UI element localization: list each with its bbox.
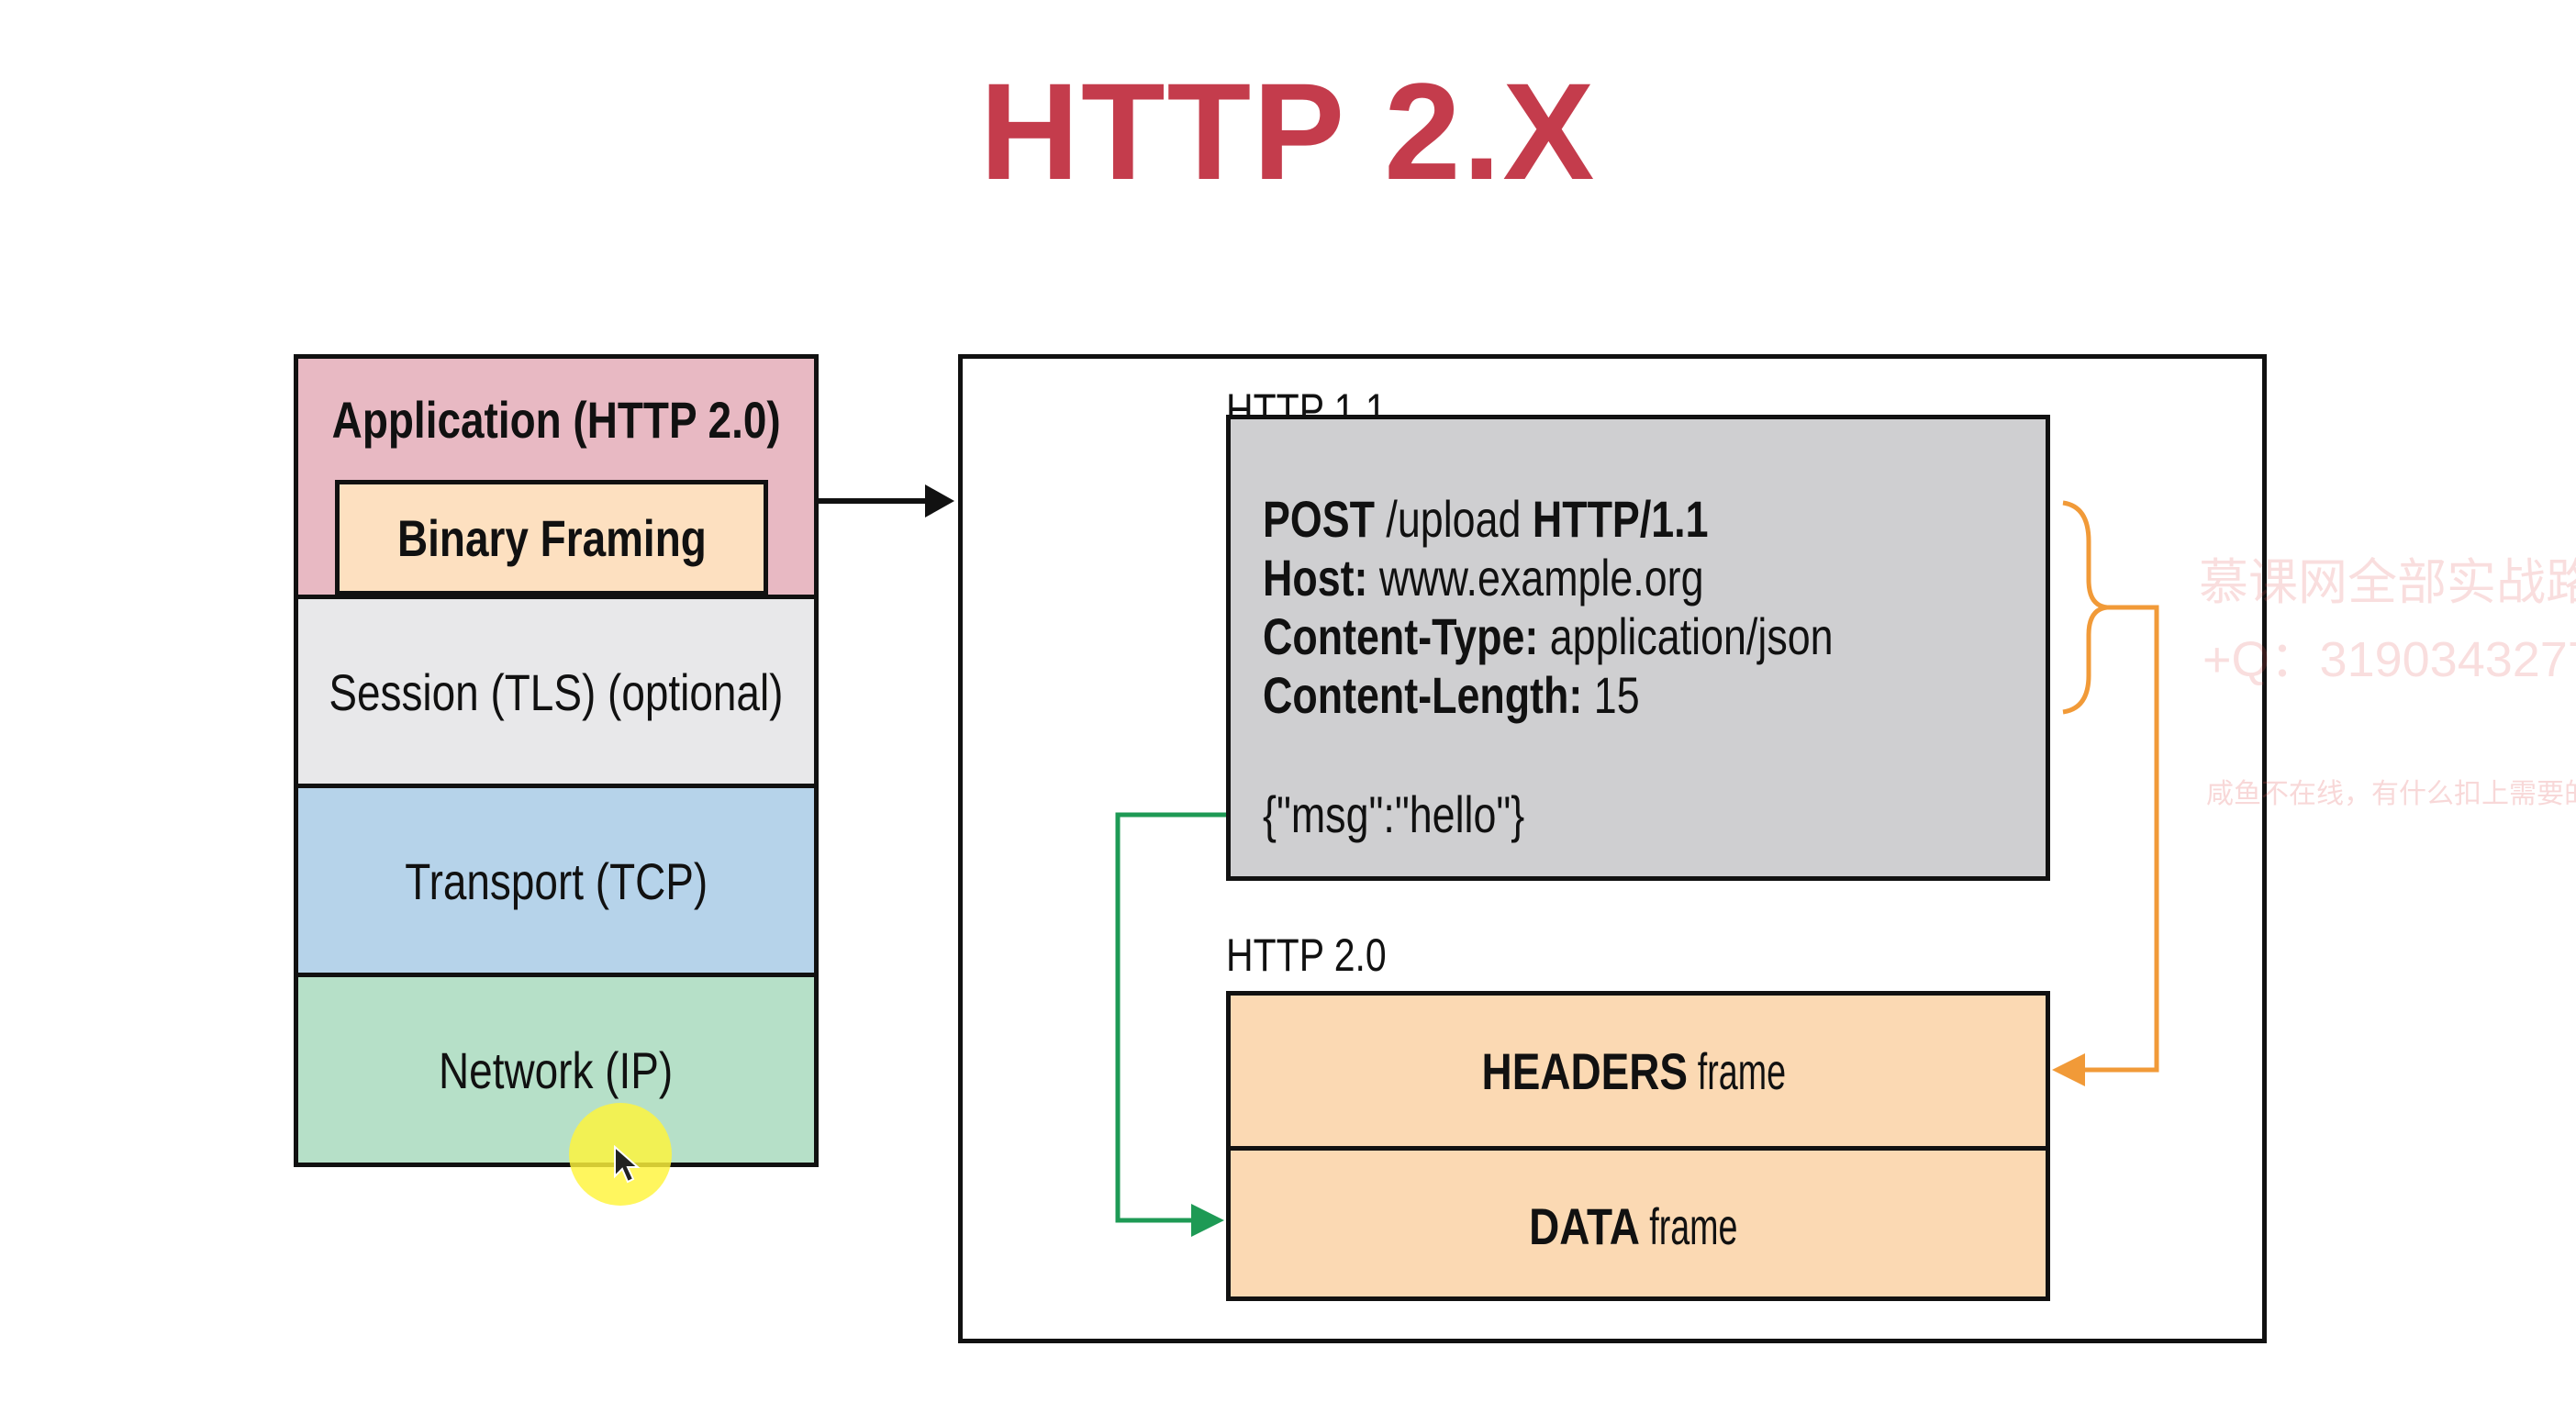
application-layer: Application (HTTP 2.0) Binary Framing: [294, 354, 819, 604]
watermark-line-1: 慕课网全部实战路径: [2199, 555, 2576, 610]
frame-comparison-panel: [958, 354, 2267, 1343]
body-to-data-frame-arrow: [1115, 812, 1226, 1237]
http11-body: {"msg":"hello"}: [1263, 785, 1525, 843]
transport-layer-label: Transport (TCP): [404, 851, 708, 910]
network-layer: Network (IP): [294, 973, 819, 1167]
stack-to-panel-arrow: [815, 484, 954, 517]
data-frame: DATA frame: [1528, 1196, 1738, 1255]
page-title: HTTP 2.X: [979, 54, 1597, 208]
headers-frame: HEADERS frame: [1231, 996, 2046, 1151]
network-layer-label: Network (IP): [439, 1040, 674, 1099]
mouse-cursor-icon: [614, 1145, 641, 1184]
watermark-line-2: +Q：31903432777: [2202, 632, 2576, 687]
http11-content-length-header: Content-Length: 15: [1263, 666, 1640, 724]
protocol-layer-stack: Application (HTTP 2.0) Binary Framing Se…: [294, 354, 819, 1169]
session-layer: Session (TLS) (optional): [294, 595, 819, 789]
http20-label: HTTP 2.0: [1226, 929, 1387, 981]
watermark-line-3: 咸鱼不在线，有什么扣上需要的: [2206, 779, 2576, 809]
headers-to-headers-frame-arrow: [2052, 500, 2159, 1086]
binary-framing-label: Binary Framing: [396, 508, 707, 567]
http20-frames-box: HEADERS frame DATA frame: [1226, 991, 2050, 1301]
http11-message-box: [1226, 415, 2050, 881]
http11-request-line: POST /upload HTTP/1.1: [1263, 490, 1709, 548]
http11-content-type-header: Content-Type: application/json: [1263, 607, 1834, 665]
application-layer-label: Application (HTTP 2.0): [331, 391, 781, 449]
binary-framing-layer: Binary Framing: [335, 480, 768, 595]
session-layer-label: Session (TLS) (optional): [329, 662, 784, 721]
http11-host-header: Host: www.example.org: [1263, 549, 1704, 606]
